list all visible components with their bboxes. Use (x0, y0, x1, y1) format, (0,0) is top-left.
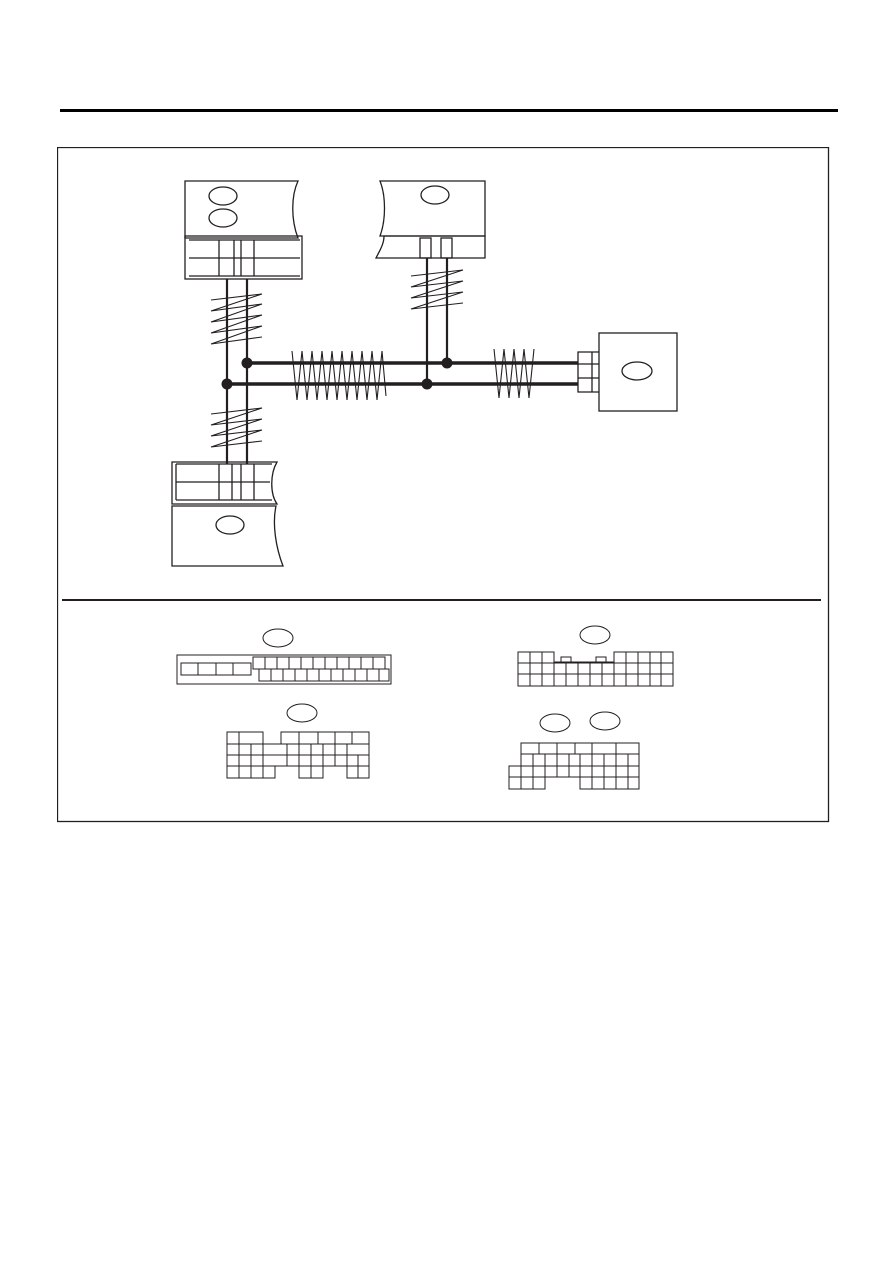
face-label-circle (286, 703, 318, 723)
junction-dot (241, 357, 253, 369)
junction-dot (441, 357, 453, 369)
junctions (221, 357, 453, 390)
connector-top-right (374, 180, 486, 259)
connector-face-d (508, 711, 640, 790)
connector-face-b (517, 625, 674, 687)
connector-right-box (577, 332, 678, 412)
connector-top-left (184, 180, 303, 280)
twist-right (493, 348, 535, 399)
face-label-circle (539, 713, 571, 733)
connector-bottom-left (171, 461, 284, 567)
face-label-circle (262, 628, 294, 648)
twist-bottom-left (210, 407, 263, 448)
twist-top-left (210, 293, 263, 345)
connector-face-a (176, 628, 392, 685)
connector-label-circle (621, 361, 653, 381)
diagram-frame (57, 147, 830, 823)
connector-label-circle (208, 186, 238, 206)
twist-middle (291, 350, 387, 401)
connector-label-circle (208, 208, 238, 228)
wiring-diagram-figure (57, 147, 830, 823)
twist-top-right (410, 269, 464, 310)
connector-label-circle (215, 515, 245, 535)
connector-face-c (226, 703, 370, 779)
twist-marks (210, 269, 535, 448)
face-label-circle (589, 711, 621, 731)
junction-dot (421, 378, 433, 390)
wires (225, 258, 449, 464)
face-label-circle (579, 625, 611, 645)
header-rule (60, 109, 838, 112)
junction-dot (221, 378, 233, 390)
connector-label-circle (420, 185, 450, 205)
